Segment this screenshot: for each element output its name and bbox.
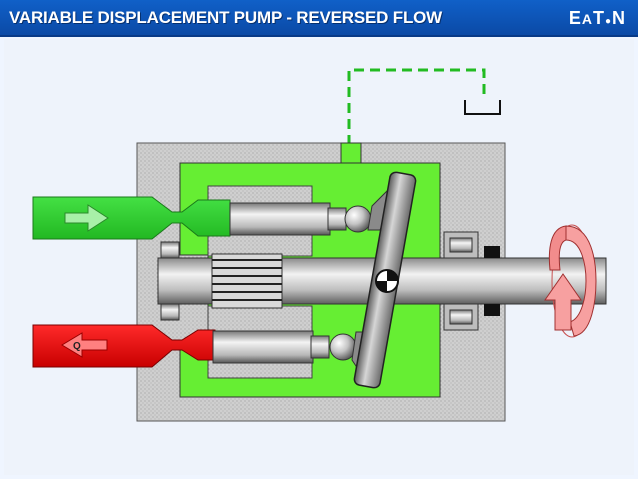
- eaton-logo: EAT●N: [568, 8, 626, 28]
- lower-piston-neck: [310, 335, 330, 359]
- tank-symbol: [464, 100, 501, 115]
- front-bearing: [443, 231, 479, 331]
- inlet-flow-arrow-icon: [64, 204, 109, 232]
- shaft-seal-lower: [484, 304, 500, 316]
- rotation-arrow-icon: [544, 224, 597, 338]
- lower-piston: [212, 330, 314, 364]
- shaft-seal-upper: [484, 246, 500, 258]
- outlet-flow-arrow-icon: [61, 332, 108, 358]
- case-drain-line: [347, 68, 486, 145]
- shaft-spline: [211, 253, 283, 309]
- rear-bearing-upper: [160, 241, 180, 259]
- upper-piston-ball: [344, 205, 372, 233]
- upper-piston-neck: [327, 207, 347, 231]
- upper-piston: [229, 202, 331, 236]
- title-bar: VARIABLE DISPLACEMENT PUMP - REVERSED FL…: [0, 0, 638, 37]
- inlet-passage: [32, 196, 231, 240]
- flow-label-q: Q: [73, 341, 81, 352]
- slide-title: VARIABLE DISPLACEMENT PUMP - REVERSED FL…: [9, 8, 442, 27]
- drain-port: [340, 142, 362, 164]
- rear-bearing-lower: [160, 303, 180, 321]
- swashplate-pivot-icon: [375, 269, 399, 293]
